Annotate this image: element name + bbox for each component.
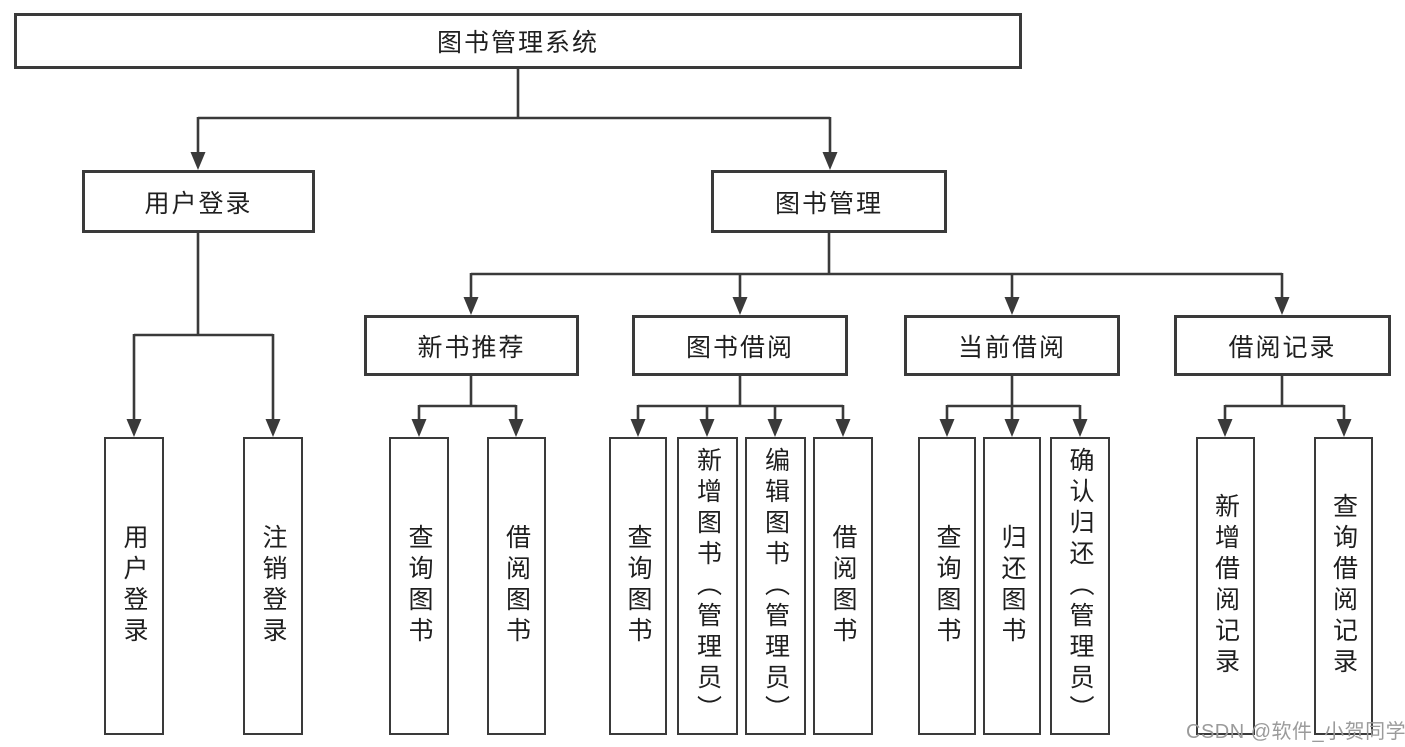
leaf-logout: 注销登录: [243, 437, 303, 735]
leaf-edit-books-admin: 编辑图书（管理员）: [745, 437, 806, 735]
arrowhead: [767, 419, 783, 437]
leaf-query-books-current: 查询图书: [918, 437, 976, 735]
leaf-query-borrow-record: 查询借阅记录: [1314, 437, 1373, 735]
arrowhead: [190, 152, 206, 170]
arrowhead: [1217, 419, 1233, 437]
node-new-book-recommend: 新书推荐: [364, 315, 579, 376]
leaf-user-login: 用户登录: [104, 437, 164, 735]
leaf-add-borrow-record: 新增借阅记录: [1196, 437, 1255, 735]
arrowhead: [732, 297, 748, 315]
arrowhead: [835, 419, 851, 437]
leaf-add-books-admin: 新增图书（管理员）: [677, 437, 738, 735]
node-root-system: 图书管理系统: [14, 13, 1022, 69]
arrowhead: [126, 419, 142, 437]
leaf-return-books: 归还图书: [983, 437, 1041, 735]
node-book-management: 图书管理: [711, 170, 947, 233]
connector-path: [132, 69, 1346, 421]
arrowhead: [1004, 419, 1020, 437]
node-user-login: 用户登录: [82, 170, 315, 233]
leaf-query-books-recommend: 查询图书: [389, 437, 449, 735]
node-borrow-records: 借阅记录: [1174, 315, 1391, 376]
arrowhead: [822, 152, 838, 170]
csdn-watermark: CSDN @软件_小贺同学: [1186, 721, 1405, 743]
node-book-borrow: 图书借阅: [632, 315, 848, 376]
arrowhead: [1336, 419, 1352, 437]
arrowhead: [1072, 419, 1088, 437]
arrowhead: [699, 419, 715, 437]
arrowhead: [1274, 297, 1290, 315]
arrowhead: [411, 419, 427, 437]
arrowhead: [1004, 297, 1020, 315]
leaf-confirm-return-admin: 确认归还（管理员）: [1050, 437, 1110, 735]
arrowhead: [939, 419, 955, 437]
arrowhead: [630, 419, 646, 437]
arrowhead: [508, 419, 524, 437]
leaf-borrow-books-recommend: 借阅图书: [487, 437, 546, 735]
leaf-borrow-books: 借阅图书: [813, 437, 873, 735]
node-current-borrow: 当前借阅: [904, 315, 1120, 376]
leaf-query-books-borrow: 查询图书: [609, 437, 667, 735]
arrowhead: [265, 419, 281, 437]
arrowhead: [463, 297, 479, 315]
